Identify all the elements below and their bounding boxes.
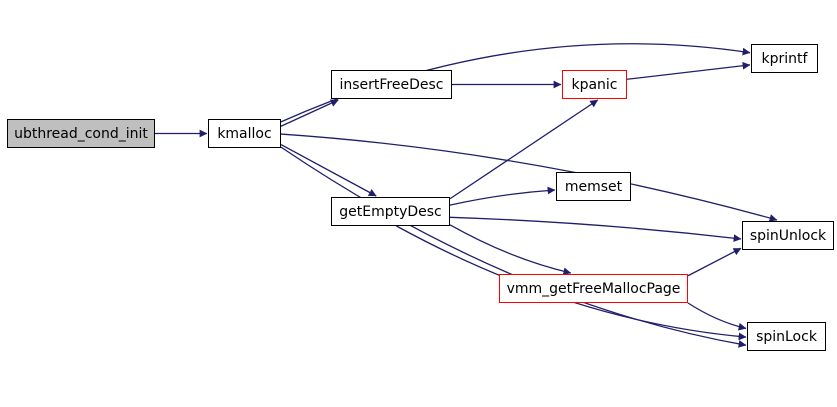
graph-edge-kmalloc-to-insertFreeDesc <box>280 99 339 127</box>
graph-edge-vmm_getFreeMallocPage-to-spinUnlock <box>687 247 742 277</box>
graph-node-label: spinUnlock <box>749 227 827 244</box>
graph-node-label: memset <box>564 178 623 195</box>
graph-edge-kmalloc-to-spinLock <box>280 146 747 348</box>
graph-node-label: ubthread_cond_init <box>14 125 148 142</box>
graph-node-memset[interactable]: memset <box>556 172 631 201</box>
graph-node-spinLock[interactable]: spinLock <box>747 322 826 351</box>
graph-node-getEmptyDesc[interactable]: getEmptyDesc <box>331 197 450 226</box>
graph-edge-vmm_getFreeMallocPage-to-spinLock <box>687 302 747 331</box>
graph-node-label: kpanic <box>571 76 618 93</box>
graph-node-vmm_getFreeMallocPage[interactable]: vmm_getFreeMallocPage <box>499 274 688 303</box>
graph-node-kpanic[interactable]: kpanic <box>562 70 627 99</box>
graph-node-kmalloc[interactable]: kmalloc <box>208 119 281 148</box>
graph-node-kprintf[interactable]: kprintf <box>751 44 818 73</box>
graph-node-label: insertFreeDesc <box>339 76 444 93</box>
graph-edge-kpanic-to-kprintf <box>626 61 751 80</box>
graph-edge-getEmptyDesc-to-vmm_getFreeMallocPage <box>449 224 572 276</box>
graph-edge-kmalloc-to-spinUnlock <box>280 133 778 222</box>
graph-node-label: getEmptyDesc <box>339 203 442 220</box>
graph-edge-getEmptyDesc-to-memset <box>449 186 556 206</box>
graph-node-spinUnlock[interactable]: spinUnlock <box>742 221 834 250</box>
graph-node-label: vmm_getFreeMallocPage <box>506 280 681 297</box>
graph-node-insertFreeDesc[interactable]: insertFreeDesc <box>331 70 452 99</box>
graph-node-ubthread_cond_init[interactable]: ubthread_cond_init <box>7 119 155 148</box>
graph-edge-kmalloc-to-getEmptyDesc <box>280 143 377 197</box>
graph-edge-getEmptyDesc-to-spinUnlock <box>449 216 742 243</box>
graph-node-label: kprintf <box>761 50 808 67</box>
graph-node-label: spinLock <box>756 328 817 345</box>
graph-edge-getEmptyDesc-to-kpanic <box>449 99 599 200</box>
graph-node-label: kmalloc <box>217 125 272 142</box>
